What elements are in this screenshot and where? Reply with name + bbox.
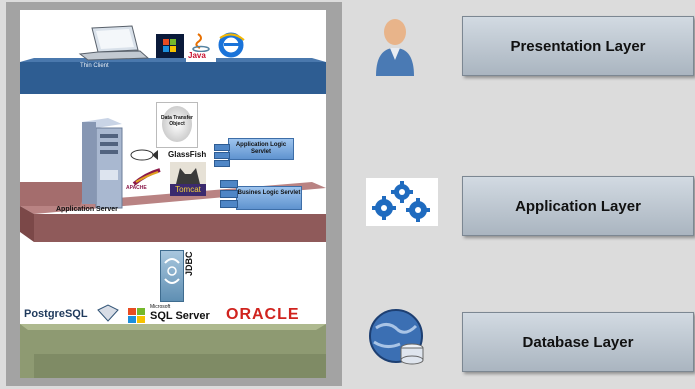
business-logic-servlet: Busines Logic Servlet bbox=[236, 186, 302, 210]
servlet-tab bbox=[214, 144, 230, 151]
server-icon bbox=[82, 118, 123, 209]
database-layer-box: Database Layer bbox=[462, 312, 694, 372]
windows-logo-icon bbox=[156, 34, 184, 58]
servlet-tab bbox=[220, 190, 238, 198]
glassfish-label: GlassFish bbox=[168, 150, 207, 159]
gears-icon bbox=[366, 178, 438, 226]
apache-feather-icon bbox=[132, 168, 162, 186]
jdbc-driver-icon bbox=[160, 250, 184, 302]
thin-client-label: Thin Client bbox=[80, 63, 109, 69]
globe-database-icon bbox=[366, 306, 432, 368]
user-icon bbox=[372, 16, 418, 80]
database-slab bbox=[20, 324, 326, 378]
servlet-tab bbox=[220, 200, 238, 208]
jdbc-label: JDBC bbox=[184, 251, 194, 276]
java-logo-icon: Java bbox=[186, 30, 216, 62]
presentation-slab bbox=[20, 58, 326, 94]
glassfish-fish-icon bbox=[128, 148, 158, 162]
architecture-diagram-frame: Thin Client Java Data Transfer Object bbox=[6, 2, 342, 386]
servlet-tab bbox=[214, 160, 230, 167]
servlet-tab bbox=[214, 152, 230, 159]
servlet-tab bbox=[220, 180, 238, 188]
postgresql-elephant-icon bbox=[96, 304, 120, 322]
presentation-layer-label: Presentation Layer bbox=[510, 37, 646, 55]
microsoft-label: Microsoft bbox=[150, 304, 171, 310]
data-transfer-object-icon: Data Transfer Object bbox=[156, 102, 198, 148]
apache-label: APACHE bbox=[126, 185, 147, 191]
application-layer-label: Application Layer bbox=[515, 197, 641, 215]
application-logic-servlet: Application Logic Servlet bbox=[228, 138, 294, 160]
sql-server-label: SQL Server bbox=[150, 310, 210, 322]
presentation-layer-box: Presentation Layer bbox=[462, 16, 694, 76]
oracle-label: ORACLE bbox=[226, 306, 300, 323]
microsoft-windows-flag-icon bbox=[126, 306, 148, 326]
postgresql-label: PostgreSQL bbox=[24, 308, 88, 320]
tomcat-logo-icon: Tomcat bbox=[170, 162, 206, 196]
internet-explorer-icon bbox=[218, 32, 246, 58]
application-layer-box: Application Layer bbox=[462, 176, 694, 236]
application-server-label: Application Server bbox=[56, 206, 118, 213]
laptop-icon bbox=[78, 25, 150, 61]
database-layer-label: Database Layer bbox=[522, 333, 634, 351]
architecture-diagram-canvas: Thin Client Java Data Transfer Object bbox=[20, 10, 326, 378]
